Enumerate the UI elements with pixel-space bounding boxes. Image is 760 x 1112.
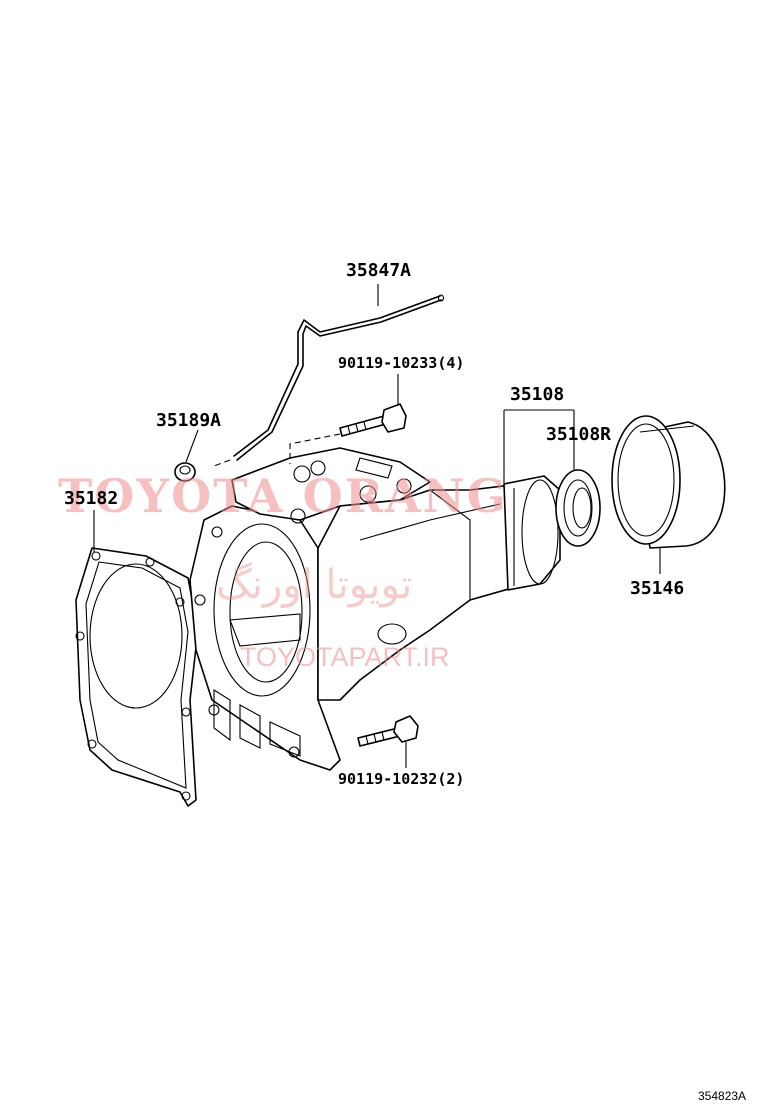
watermark-persian: تویوتا اورنگ bbox=[216, 562, 412, 608]
upper-bolt-drawing bbox=[289, 403, 407, 464]
watermark-brand: TOYOTA ORANG bbox=[58, 469, 508, 523]
label-dust-cover: 35146 bbox=[630, 578, 684, 599]
figure-reference: 354823A bbox=[698, 1089, 746, 1103]
gasket-drawing bbox=[75, 547, 199, 807]
label-oil-seal: 35108R bbox=[546, 424, 611, 445]
label-lower-bolt: 90119-10232(2) bbox=[338, 770, 464, 788]
extension-housing-drawing bbox=[189, 447, 561, 771]
plug-drawing bbox=[174, 462, 196, 482]
oil-seal-drawing bbox=[555, 469, 601, 547]
label-gasket: 35182 bbox=[64, 488, 118, 509]
label-breather-tube: 35847A bbox=[346, 260, 411, 281]
label-upper-bolt: 90119-10233(4) bbox=[338, 354, 464, 372]
dust-cover-drawing bbox=[611, 415, 726, 549]
breather-tube-drawing bbox=[213, 294, 445, 467]
lower-bolt-drawing bbox=[357, 715, 419, 747]
label-seal-set: 35108 bbox=[510, 384, 564, 405]
leader-lines bbox=[93, 284, 661, 768]
label-plug: 35189A bbox=[156, 410, 221, 431]
watermark-site: TOYOTAPART.IR bbox=[240, 642, 450, 672]
